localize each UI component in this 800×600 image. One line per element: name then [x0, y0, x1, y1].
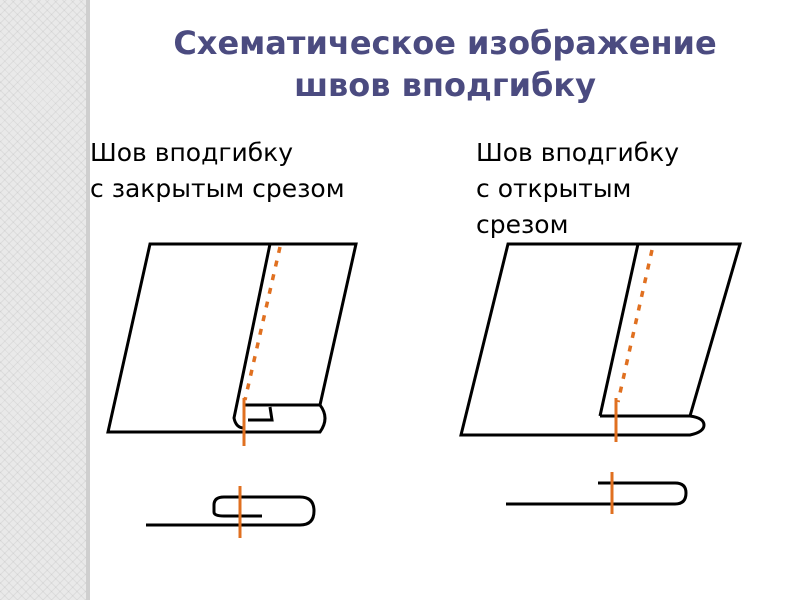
side-decoration-line [86, 0, 90, 600]
open-edge-seam-caption-line-2: с открытым [476, 174, 632, 203]
slide-title-line-2: швов вподгибку [294, 66, 596, 104]
fabric-section-inner-fold [212, 495, 262, 518]
open-edge-seam-cross-section [506, 472, 688, 514]
open-edge-seam-caption-line-3: срезом [476, 210, 569, 239]
open-edge-seam-caption: Шов вподгибку с открытым срезом [476, 135, 679, 243]
fabric-outline-right [270, 242, 358, 406]
closed-edge-seam-caption-line-2: с закрытым срезом [90, 174, 345, 203]
open-edge-seam-caption-line-1: Шов вподгибку [476, 138, 680, 167]
fabric-section-outline [506, 481, 688, 506]
slide-title: Схематическое изображение швов вподгибку [90, 22, 800, 106]
folded-edge-outline [598, 243, 640, 417]
closed-edge-seam-caption-line-1: Шов вподгибку [90, 138, 294, 167]
folded-edge-outline [232, 243, 272, 430]
fabric-outline-right [638, 242, 742, 417]
fabric-outline [459, 242, 706, 437]
inner-fold-outline [244, 403, 320, 422]
closed-edge-seam-cross-section [146, 486, 316, 538]
fabric-outline [106, 242, 327, 434]
slide-title-line-1: Схематическое изображение [173, 24, 717, 62]
fabric-section-outline [146, 495, 316, 527]
open-edge-seam-top-view [459, 242, 742, 442]
closed-edge-seam-caption: Шов вподгибку с закрытым срезом [90, 135, 345, 207]
side-decoration-strip [0, 0, 86, 600]
stitch-line-dotted [616, 249, 654, 403]
closed-edge-seam-top-view [106, 242, 358, 446]
stitch-line-dotted [243, 246, 282, 401]
